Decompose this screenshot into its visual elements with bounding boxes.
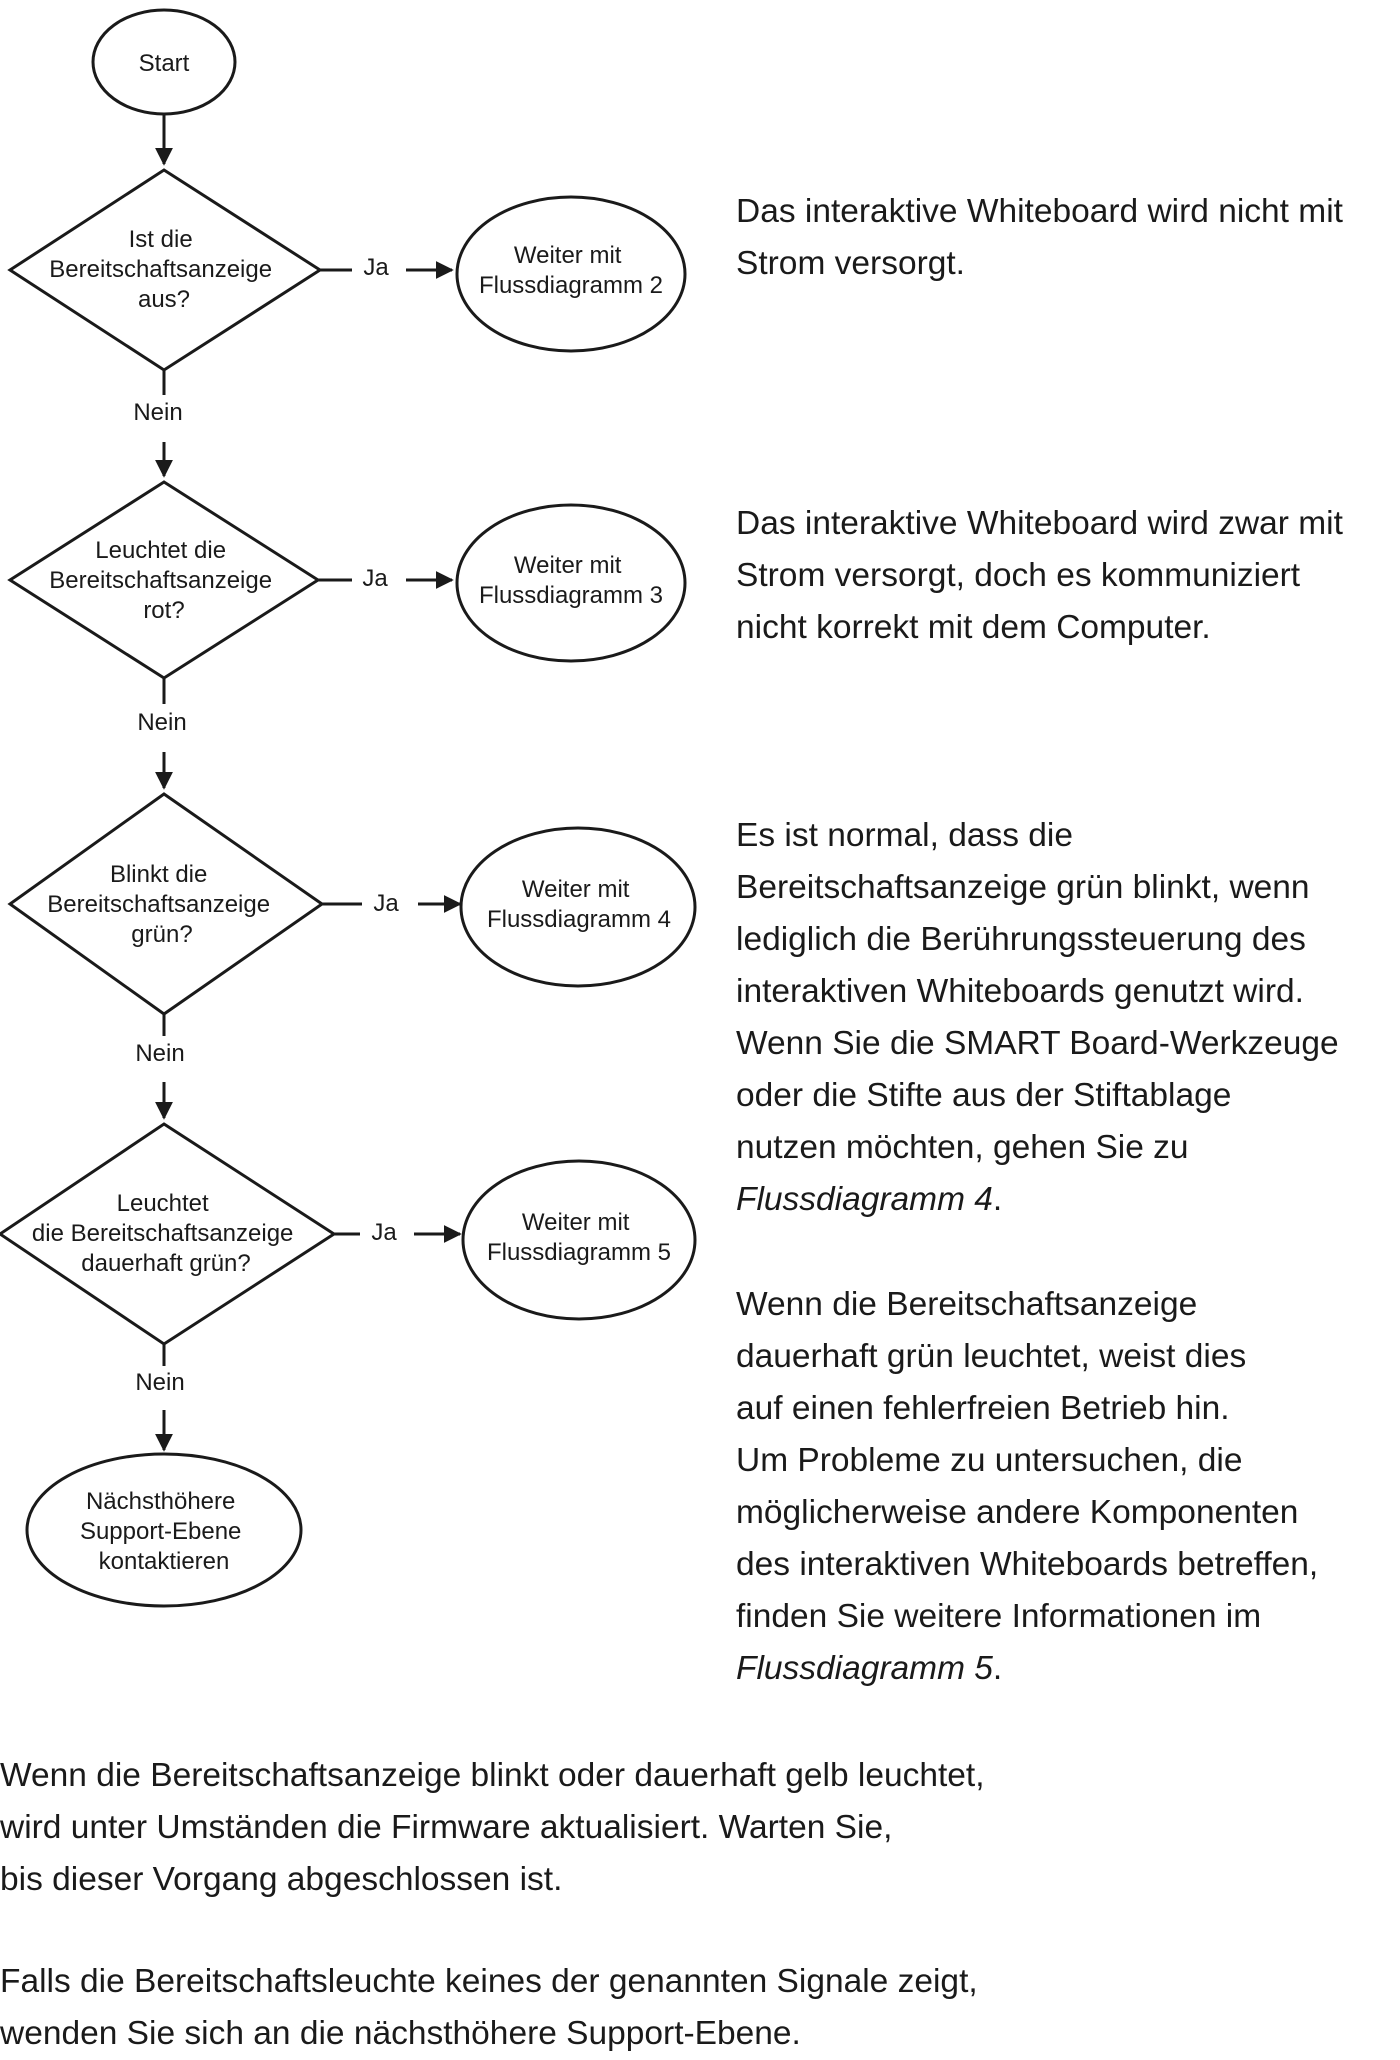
decision-4: Leuchtet die Bereitschaftsanzeige dauerh… <box>0 1122 337 1346</box>
decision-3-yes-label: Ja <box>373 890 399 917</box>
decision-2-yes-label: Ja <box>362 565 388 592</box>
decision-3-no-label: Nein <box>135 1040 184 1067</box>
start-node: Start <box>91 8 237 116</box>
description-4: Wenn die Bereitschaftsanzeige dauerhaft … <box>736 1286 1319 1687</box>
decision-1: Ist die Bereitschaftsanzeige aus? <box>7 168 323 372</box>
description-3: Es ist normal, dass die Bereitschaftsanz… <box>736 817 1339 1218</box>
target-4-label: Weiter mit Flussdiagramm 5 <box>487 1209 671 1266</box>
description-1: Das interaktive Whiteboard wird nicht mi… <box>736 193 1343 282</box>
decision-3: Blinkt die Bereitschaftsanzeige grün? <box>7 792 325 1016</box>
decision-2-no-label: Nein <box>137 709 186 736</box>
decision-4-no-label: Nein <box>135 1369 184 1396</box>
target-1-label: Weiter mit Flussdiagramm 2 <box>479 242 663 299</box>
description-2: Das interaktive Whiteboard wird zwar mit… <box>736 505 1343 646</box>
end-label: Nächsthöhere Support-Ebene kontaktieren <box>80 1488 248 1575</box>
start-label: Start <box>139 50 190 77</box>
decision-4-label: Leuchtet die Bereitschaftsanzeige dauerh… <box>32 1190 300 1277</box>
target-2-label: Weiter mit Flussdiagramm 3 <box>479 552 663 609</box>
decision-3-label: Blinkt die Bereitschaftsanzeige grün? <box>47 861 276 948</box>
target-4: Weiter mit Flussdiagramm 5 <box>461 1159 697 1321</box>
decision-1-label: Ist die Bereitschaftsanzeige aus? <box>49 226 278 313</box>
flowchart-5-reference: Flussdiagramm 5 <box>736 1650 993 1687</box>
decision-2-label: Leuchtet die Bereitschaftsanzeige rot? <box>49 537 278 624</box>
decision-1-yes-label: Ja <box>363 254 389 281</box>
note-support: Falls die Bereitschaftsleuchte keines de… <box>0 1963 978 2052</box>
target-1: Weiter mit Flussdiagramm 2 <box>455 195 687 353</box>
decision-1-no-label: Nein <box>133 399 182 426</box>
note-firmware: Wenn die Bereitschaftsanzeige blinkt ode… <box>0 1757 985 1898</box>
end-node: Nächsthöhere Support-Ebene kontaktieren <box>25 1452 303 1608</box>
flowchart-4-reference: Flussdiagramm 4 <box>736 1181 993 1218</box>
target-3: Weiter mit Flussdiagramm 4 <box>459 826 697 988</box>
decision-4-yes-label: Ja <box>371 1219 397 1246</box>
target-2: Weiter mit Flussdiagramm 3 <box>455 503 687 663</box>
target-3-label: Weiter mit Flussdiagramm 4 <box>487 876 671 933</box>
decision-2: Leuchtet die Bereitschaftsanzeige rot? <box>7 480 321 680</box>
